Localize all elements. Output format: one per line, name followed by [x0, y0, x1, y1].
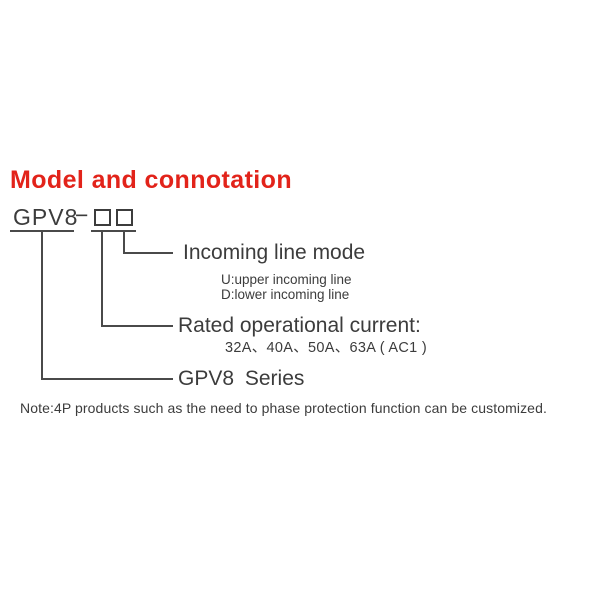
- model-prefix: GPV8: [13, 204, 79, 230]
- branch-label-rated-current: Rated operational current:: [178, 314, 421, 337]
- sublabel-lower-incoming: D:lower incoming line: [221, 286, 350, 302]
- sublabel-current-values: 32A、40A、50A、63A ( AC1 ): [225, 340, 427, 356]
- note-text: Note:4P products such as the need to pha…: [20, 400, 547, 416]
- connector-current-vertical: [101, 231, 103, 326]
- connector-current-horizontal: [101, 325, 173, 327]
- sublabel-upper-incoming: U:upper incoming line: [221, 272, 352, 287]
- connector-incoming-vertical: [123, 231, 125, 253]
- model-dash: −: [75, 202, 89, 228]
- branch-sublabels-incoming: U:upper incoming line D:lower incoming l…: [221, 272, 352, 302]
- connector-series-horizontal: [41, 378, 173, 380]
- branch-label-incoming-line-mode: Incoming line mode: [183, 241, 366, 264]
- model-digit-box-2: [116, 209, 133, 226]
- connector-series-vertical: [41, 231, 43, 379]
- connector-incoming-horizontal: [123, 252, 173, 254]
- section-title: Model and connotation: [10, 166, 292, 194]
- branch-label-series: GPV8 Series: [178, 367, 305, 390]
- model-digit-box-1: [94, 209, 111, 226]
- digit-box-2-underline: [114, 230, 136, 232]
